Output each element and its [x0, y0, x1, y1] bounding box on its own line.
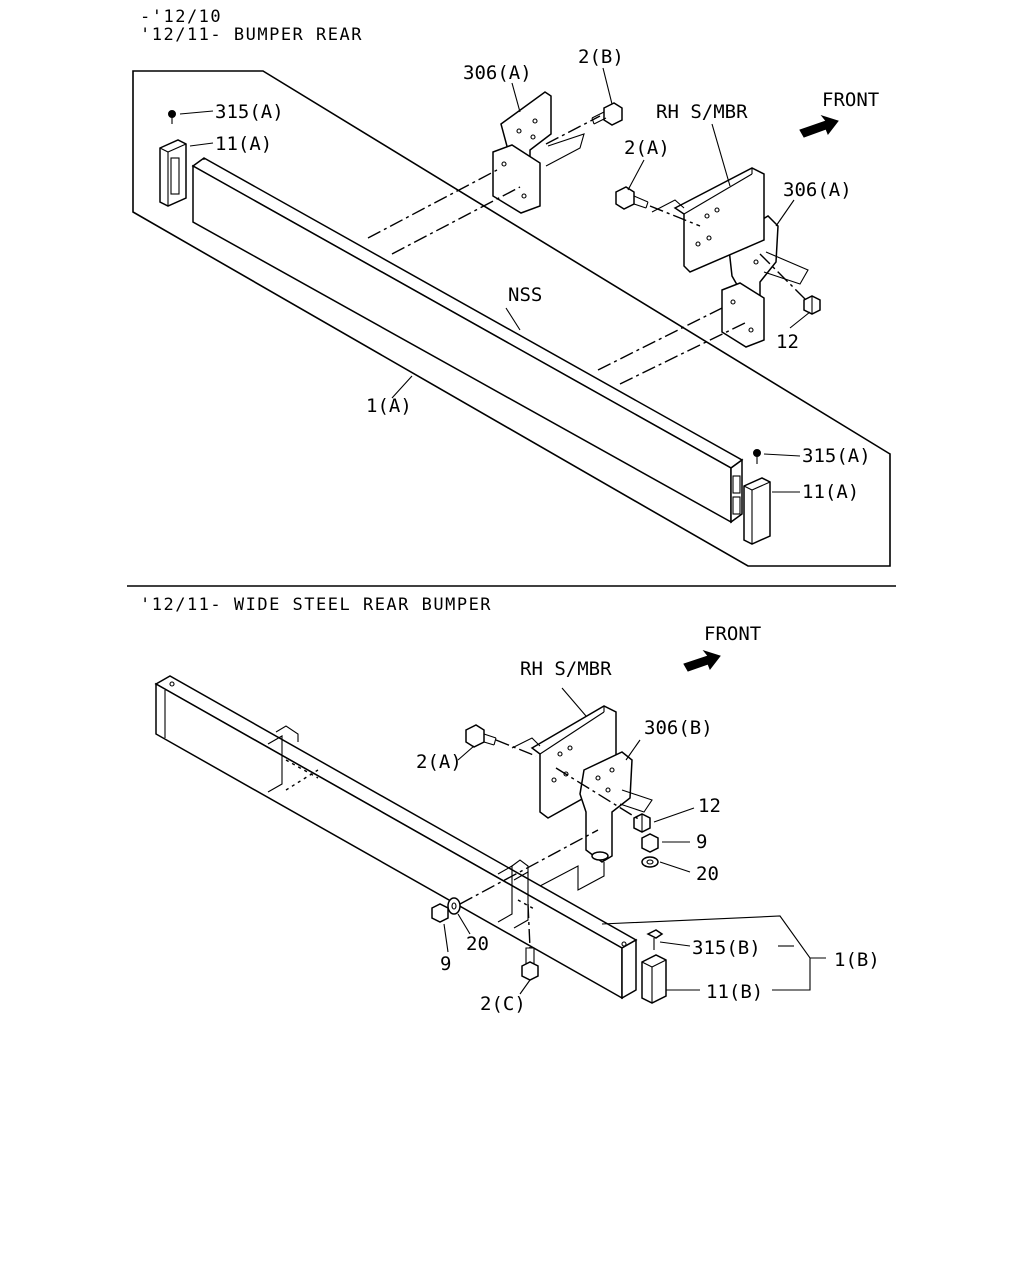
diagram-a-header-line1: -'12/10 [140, 7, 222, 27]
callout-12-a: 12 [776, 331, 799, 353]
callout-306a-right: 306(A) [783, 179, 852, 201]
callout-9-left: 9 [440, 953, 451, 975]
callout-2a: 2(A) [624, 137, 670, 159]
side-member-a [651, 167, 765, 273]
bumper-beam-b [154, 675, 638, 1000]
callout-11b: 11(B) [706, 981, 763, 1003]
nut-9-right [641, 833, 659, 853]
end-cap-b [641, 954, 667, 1004]
callout-1a: 1(A) [366, 395, 412, 417]
front-arrow-a [799, 115, 839, 138]
callout-2c: 2(C) [480, 993, 526, 1015]
leader-lines-a [179, 67, 811, 493]
callout-11a-left: 11(A) [215, 133, 272, 155]
bolt-2a-top [615, 186, 649, 210]
clip-315b [646, 929, 664, 950]
washer-20-right [641, 856, 659, 868]
nut-9-left [431, 903, 449, 923]
side-member-label-a: RH S/MBR [656, 101, 748, 123]
end-cap-left-a [159, 139, 187, 207]
diagram-a-header-line2: '12/11- BUMPER REAR [140, 25, 363, 45]
callout-315a-right: 315(A) [802, 445, 871, 467]
front-label-b: FRONT [704, 623, 761, 645]
callout-306a-top: 306(A) [463, 62, 532, 84]
assembly-centerlines-b [459, 739, 641, 949]
side-member-label-b: RH S/MBR [520, 658, 612, 680]
callout-11a-right: 11(A) [802, 481, 859, 503]
front-label-a: FRONT [822, 89, 879, 111]
clip-right-a [753, 449, 761, 464]
callout-20-right: 20 [696, 863, 719, 885]
front-arrow-b [683, 650, 721, 672]
washer-20-left [447, 897, 461, 915]
nut-12-b [633, 813, 651, 833]
bracket-upper-a [492, 91, 585, 214]
callout-20-left: 20 [466, 933, 489, 955]
callout-9-right: 9 [696, 831, 707, 853]
bolt-2a-b [465, 724, 497, 748]
bumper-beam-a [191, 157, 744, 524]
bolt-2c [521, 947, 539, 981]
nut-12-a [803, 295, 821, 315]
leader-lines-b [443, 687, 826, 995]
callout-12-b: 12 [698, 795, 721, 817]
diagram-b: '12/11- WIDE STEEL REAR BUMPER [140, 595, 880, 1015]
end-cap-right-a [743, 477, 771, 545]
callout-315b: 315(B) [692, 937, 761, 959]
callout-306b: 306(B) [644, 717, 713, 739]
diagram-a-frame [132, 70, 891, 567]
bolt-2b [591, 102, 623, 126]
callout-2a-b: 2(A) [416, 751, 462, 773]
clip-left-a [168, 110, 176, 124]
diagram-b-header: '12/11- WIDE STEEL REAR BUMPER [140, 595, 492, 615]
callout-1b: 1(B) [834, 949, 880, 971]
callout-2b: 2(B) [578, 46, 624, 68]
nss-label: NSS [508, 284, 542, 306]
diagram-a: -'12/10 '12/11- BUMPER REAR [132, 7, 891, 567]
assembly-centerlines-a [367, 115, 809, 385]
callout-315a-left: 315(A) [215, 101, 284, 123]
bracket-306b [579, 751, 653, 863]
